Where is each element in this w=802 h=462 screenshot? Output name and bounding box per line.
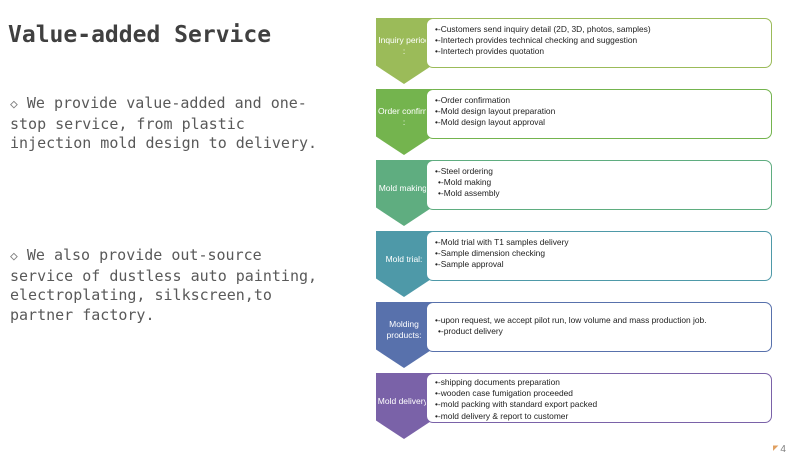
step-mold-delivery: Mold delivery: •-shipping documents prep… <box>376 373 776 439</box>
step-item: •-Sample dimension checking <box>435 248 545 259</box>
process-flow: Inquiry period : •-Customers send inquir… <box>376 18 776 458</box>
step-label: Mold trial: <box>385 253 423 264</box>
step-item: •-wooden case fumigation proceeded <box>435 388 573 399</box>
step-card: •-Mold trial with T1 samples delivery •-… <box>426 231 772 281</box>
service-paragraph-1: ◇ We provide value-added and one-stop se… <box>10 94 330 154</box>
step-chevron: Mold trial: <box>376 231 432 297</box>
corner-mark-icon: ◤ <box>773 445 779 452</box>
step-item: •-Mold design layout approval <box>435 117 546 128</box>
step-item: •-product delivery <box>438 326 503 337</box>
step-card: •-Order confirmation •-Mold design layou… <box>426 89 772 139</box>
step-chevron: Inquiry period : <box>376 18 432 84</box>
step-item: •-Mold trial with T1 samples delivery <box>435 237 569 247</box>
page-number: ◤4 <box>773 444 786 455</box>
step-card: •-shipping documents preparation •-woode… <box>426 373 772 423</box>
step-card: •-Customers send inquiry detail (2D, 3D,… <box>426 18 772 68</box>
step-label: Inquiry period : <box>378 35 430 56</box>
step-item: •-Order confirmation <box>435 95 511 105</box>
diamond-bullet-icon: ◇ <box>10 97 18 112</box>
step-card: •-upon request, we accept pilot run, low… <box>426 302 772 352</box>
step-chevron: Molding products: <box>376 302 432 368</box>
page-number-text: 4 <box>780 444 786 455</box>
page-title: Value-added Service <box>8 22 272 48</box>
step-label: Mold making: <box>378 182 430 193</box>
step-item: •-Intertech provides technical checking … <box>435 35 638 46</box>
step-item: •-mold packing with standard export pack… <box>435 399 598 410</box>
step-label: Molding products: <box>386 319 422 340</box>
step-chevron: Mold delivery: <box>376 373 432 439</box>
step-item: •-Mold assembly <box>438 188 500 199</box>
step-item: •-Intertech provides quotation <box>435 46 545 57</box>
step-order-confirm: Order confirm : •-Order confirmation •-M… <box>376 89 776 155</box>
step-item: •-Mold design layout preparation <box>435 106 556 117</box>
step-item: •-Sample approval <box>435 259 504 270</box>
step-inquiry: Inquiry period : •-Customers send inquir… <box>376 18 776 84</box>
paragraph-text: We provide value-added and one-stop serv… <box>10 94 318 152</box>
step-item: •-upon request, we accept pilot run, low… <box>435 315 707 325</box>
step-molding-products: Molding products: •-upon request, we acc… <box>376 302 776 368</box>
paragraph-text: We also provide out-source service of du… <box>10 246 318 324</box>
step-label: Order confirm : <box>378 106 430 127</box>
step-item: •-Mold making <box>438 177 492 188</box>
step-item: •-shipping documents preparation <box>435 377 560 387</box>
step-item: •-Customers send inquiry detail (2D, 3D,… <box>435 24 651 34</box>
step-mold-trial: Mold trial: •-Mold trial with T1 samples… <box>376 231 776 297</box>
step-item: •-mold delivery & report to customer <box>435 410 569 421</box>
diamond-bullet-icon: ◇ <box>10 249 18 264</box>
step-card: •-Steel ordering •-Mold making •-Mold as… <box>426 160 772 210</box>
service-paragraph-2: ◇ We also provide out-source service of … <box>10 246 330 325</box>
step-chevron: Order confirm : <box>376 89 432 155</box>
step-mold-making: Mold making: •-Steel ordering •-Mold mak… <box>376 160 776 226</box>
step-chevron: Mold making: <box>376 160 432 226</box>
step-item: •-Steel ordering <box>435 166 493 176</box>
step-label: Mold delivery: <box>377 395 431 406</box>
